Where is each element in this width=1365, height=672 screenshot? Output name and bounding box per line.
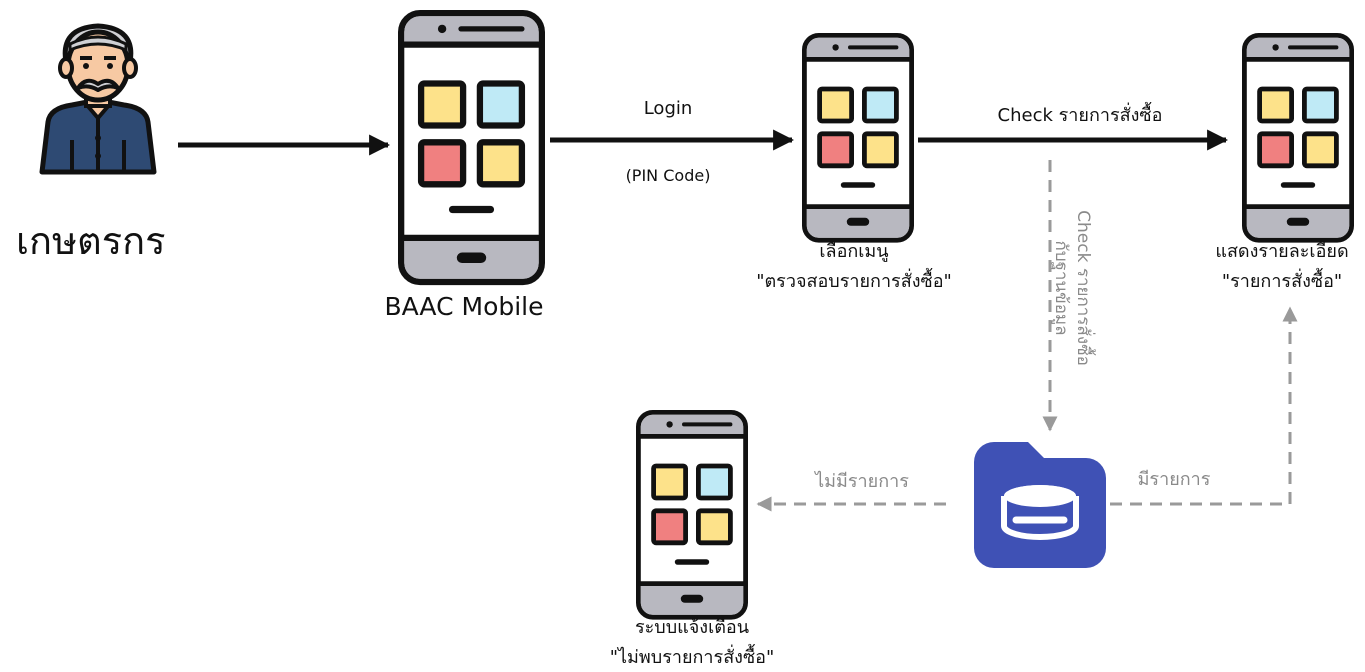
- farmer-icon: [39, 23, 157, 175]
- phone-detail-icon: [1244, 35, 1351, 240]
- phone-alert-icon: [638, 412, 745, 617]
- check-database-label: Check รายการสั่งซื้อ กับฐานข้อมูล: [1046, 188, 1094, 388]
- menu-caption-line1: เลือกเมนู: [819, 241, 889, 262]
- phone-menu-icon: [804, 35, 911, 240]
- no-items-label: ไม่มีรายการ: [815, 471, 909, 492]
- alert-caption-line1: ระบบแจ้งเตือน: [634, 617, 750, 638]
- has-items-label: มีรายการ: [1137, 469, 1211, 490]
- app-label: BAAC Mobile: [384, 292, 544, 321]
- phone-baac-mobile-icon: [401, 13, 542, 282]
- check-orders-label: Check รายการสั่งซื้อ: [997, 105, 1163, 126]
- actor-label: เกษตรกร: [16, 219, 166, 263]
- arrow-has-items: [1110, 306, 1298, 506]
- menu-caption-line2: "ตรวจสอบรายการสั่งซื้อ": [756, 271, 952, 292]
- login-label: Login: [643, 98, 693, 119]
- check-database-label-line1: Check รายการสั่งซื้อ: [1073, 210, 1093, 366]
- detail-caption-line2: "รายการสั่งซื้อ": [1221, 271, 1343, 292]
- alert-caption-line2: "ไม่พบรายการสั่งซื้อ": [609, 647, 775, 668]
- database-icon: [974, 442, 1106, 568]
- detail-caption-line1: แสดงรายละเอียด: [1215, 241, 1349, 262]
- pin-code-label: (PIN Code): [625, 166, 711, 185]
- check-database-label-line2: กับฐานข้อมูล: [1051, 240, 1071, 336]
